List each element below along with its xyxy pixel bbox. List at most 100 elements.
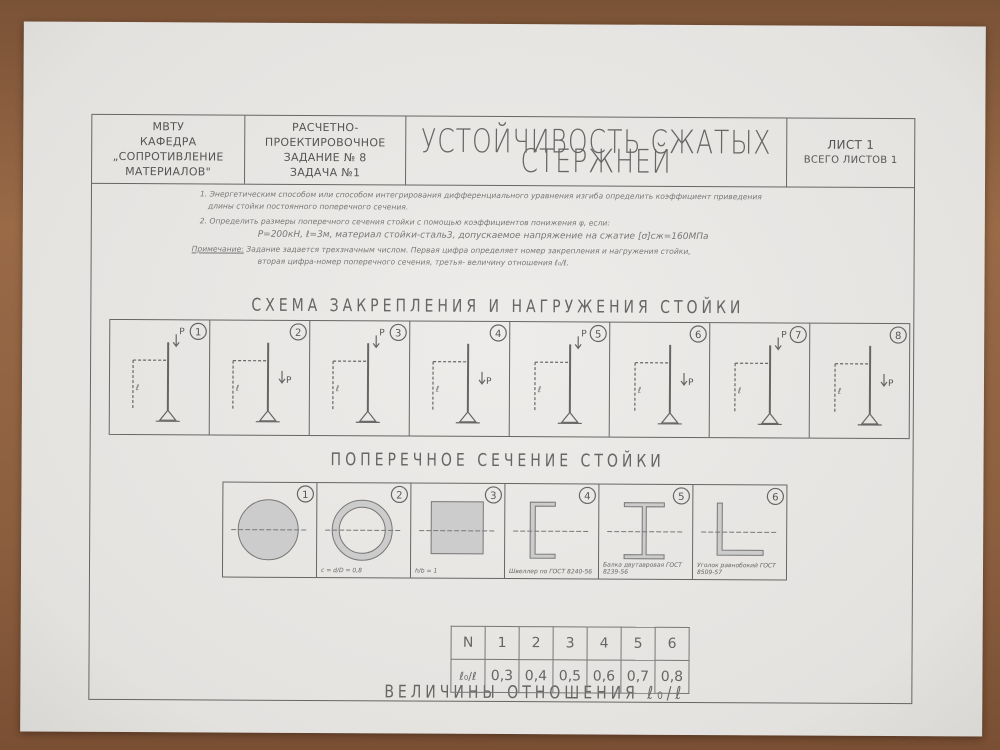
- load-arrow-icon: [372, 335, 380, 349]
- table-row: N 1 2 3 4 5 6: [451, 626, 690, 661]
- section-caption: h/b = 1: [414, 567, 438, 575]
- dimension-line: [634, 362, 671, 413]
- scheme-number: 2: [295, 328, 301, 339]
- dimension-line: [834, 363, 871, 414]
- sheets-total: ВСЕГО ЛИСТОВ 1: [803, 154, 898, 167]
- scheme-number: 6: [695, 330, 701, 341]
- scheme-box-6: ℓ P 6: [609, 322, 711, 438]
- support-icon: [158, 409, 178, 421]
- length-label: ℓ: [435, 385, 439, 394]
- institution-cell: МВТУ КАФЕДРА „СОПРОТИВЛЕНИЕ МАТЕРИАЛОВ": [92, 114, 246, 184]
- number-circle: [889, 326, 907, 344]
- section-number: 3: [490, 491, 496, 502]
- dimension-line: [432, 361, 469, 412]
- square-section-icon: [430, 501, 484, 555]
- value-cell: 0,4: [518, 659, 554, 693]
- drawing-frame: МВТУ КАФЕДРА „СОПРОТИВЛЕНИЕ МАТЕРИАЛОВ" …: [88, 113, 916, 705]
- load-label: P: [286, 376, 292, 386]
- institution-line: КАФЕДРА „СОПРОТИВЛЕНИЕ: [112, 135, 224, 164]
- assignment-line: РАСЧЕТНО-ПРОЕКТИРОВОЧНОЕ: [264, 120, 386, 150]
- note-line-2: вторая цифра-номер поперечного сечения, …: [257, 256, 570, 268]
- section-caption: Уголок равнобокий ГОСТ 8509-57: [696, 562, 776, 577]
- instruction-3: P=200кН, ℓ=3м, материал стойки-сталь3, д…: [257, 229, 709, 243]
- number-circle: [289, 323, 307, 341]
- load-label: P: [888, 379, 894, 389]
- instruction-1b: длины стойки постоянного поперечного сеч…: [207, 201, 409, 212]
- load-label: P: [688, 378, 694, 388]
- dimension-line: [534, 361, 571, 413]
- scheme-drawing: ℓP8: [834, 326, 907, 426]
- assignment-line: ЗАДАНИЕ № 8: [283, 150, 367, 165]
- number-circle: [766, 487, 784, 506]
- institution-line: МАТЕРИАЛОВ": [125, 165, 212, 179]
- scheme-number: 3: [395, 328, 401, 339]
- section-number: 4: [584, 491, 590, 502]
- title-block: МВТУ КАФЕДРА „СОПРОТИВЛЕНИЕ МАТЕРИАЛОВ" …: [92, 114, 915, 189]
- scheme-number: 5: [595, 329, 601, 340]
- section-caption: Швеллер по ГОСТ 8240-56: [508, 568, 593, 576]
- number-circle: [390, 485, 408, 504]
- column-cell: 1: [485, 626, 520, 660]
- instruction-2: 2. Определить размеры поперечного сечени…: [199, 216, 610, 228]
- ratios-table: N 1 2 3 4 5 6 ℓ₀/ℓ 0,3 0,4 0,5 0,6 0,7 0…: [450, 626, 690, 694]
- length-label: ℓ: [637, 386, 641, 395]
- table-row: ℓ₀/ℓ 0,3 0,4 0,5 0,6 0,7 0,8: [450, 659, 690, 694]
- scheme-drawing: ℓ P 2: [232, 323, 307, 423]
- document-title: УСТОЙЧИВОСТЬ СЖАТЫХ СТЕРЖНЕЙ: [420, 121, 772, 181]
- section-drawing: 6: [701, 487, 784, 556]
- value-cell: 0,6: [586, 659, 622, 694]
- section-box-1: 1: [222, 482, 318, 578]
- note-label: Примечание:: [191, 244, 244, 254]
- row-label-cell: ℓ₀/ℓ: [450, 659, 486, 693]
- column-cell: 2: [519, 626, 554, 660]
- title-cell: УСТОЙЧИВОСТЬ СЖАТЫХ СТЕРЖНЕЙ: [406, 116, 788, 187]
- value-cell: 0,3: [484, 659, 520, 693]
- section-drawing: 2: [325, 485, 408, 561]
- section-drawing: 3: [419, 486, 502, 555]
- load-arrow-icon: [278, 370, 286, 384]
- value-cell: 0,7: [620, 660, 656, 694]
- dimension-line: [232, 359, 269, 411]
- number-circle: [789, 325, 807, 344]
- load-label: P: [781, 330, 787, 340]
- column-cell: 5: [621, 627, 656, 661]
- load-arrow-icon: [172, 334, 180, 348]
- number-circle: [689, 325, 707, 343]
- load-arrow-icon: [680, 372, 688, 386]
- support-icon: [458, 410, 478, 423]
- sections-title: ПОПЕРЕЧНОЕ СЕЧЕНИЕ СТОЙКИ: [330, 450, 665, 472]
- value-cell: 0,5: [552, 659, 588, 693]
- section-drawing: 1: [231, 485, 314, 561]
- section-number: 5: [678, 492, 684, 503]
- number-circle: [489, 324, 507, 342]
- length-label: ℓ: [837, 387, 841, 396]
- support-icon: [860, 412, 880, 425]
- header-cell: N: [451, 626, 486, 660]
- scheme-number: 1: [195, 327, 201, 338]
- section-drawing: 5: [607, 487, 690, 560]
- support-icon: [660, 411, 680, 424]
- number-circle: [578, 486, 596, 505]
- support-icon: [358, 410, 378, 422]
- length-label: ℓ: [235, 384, 239, 393]
- dimension-line: [734, 362, 771, 414]
- load-arrow-icon: [574, 336, 582, 350]
- dimension-line: [332, 360, 369, 412]
- load-label: P: [581, 329, 587, 339]
- number-circle: [672, 487, 690, 505]
- scheme-number: 4: [495, 329, 501, 340]
- number-circle: [589, 324, 607, 343]
- load-arrow-icon: [478, 371, 486, 385]
- support-icon: [560, 411, 580, 423]
- section-box-3: 3 h/b = 1: [410, 483, 506, 579]
- load-label: P: [486, 377, 492, 387]
